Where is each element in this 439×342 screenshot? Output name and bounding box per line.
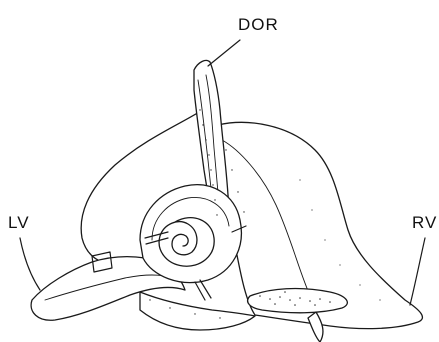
strand-lower-2 (200, 280, 211, 298)
right-valve-leader-line (410, 238, 425, 305)
left-valve-leader-line (20, 238, 40, 290)
right-valve-label: RV (412, 213, 437, 232)
left-valve-label: LV (8, 213, 30, 232)
dorsal-label: DOR (238, 15, 279, 34)
lower-lamella (140, 292, 255, 330)
central-whorl (159, 218, 214, 267)
dorsal-leader-line (208, 40, 240, 66)
lower-right-fragment (248, 289, 348, 313)
